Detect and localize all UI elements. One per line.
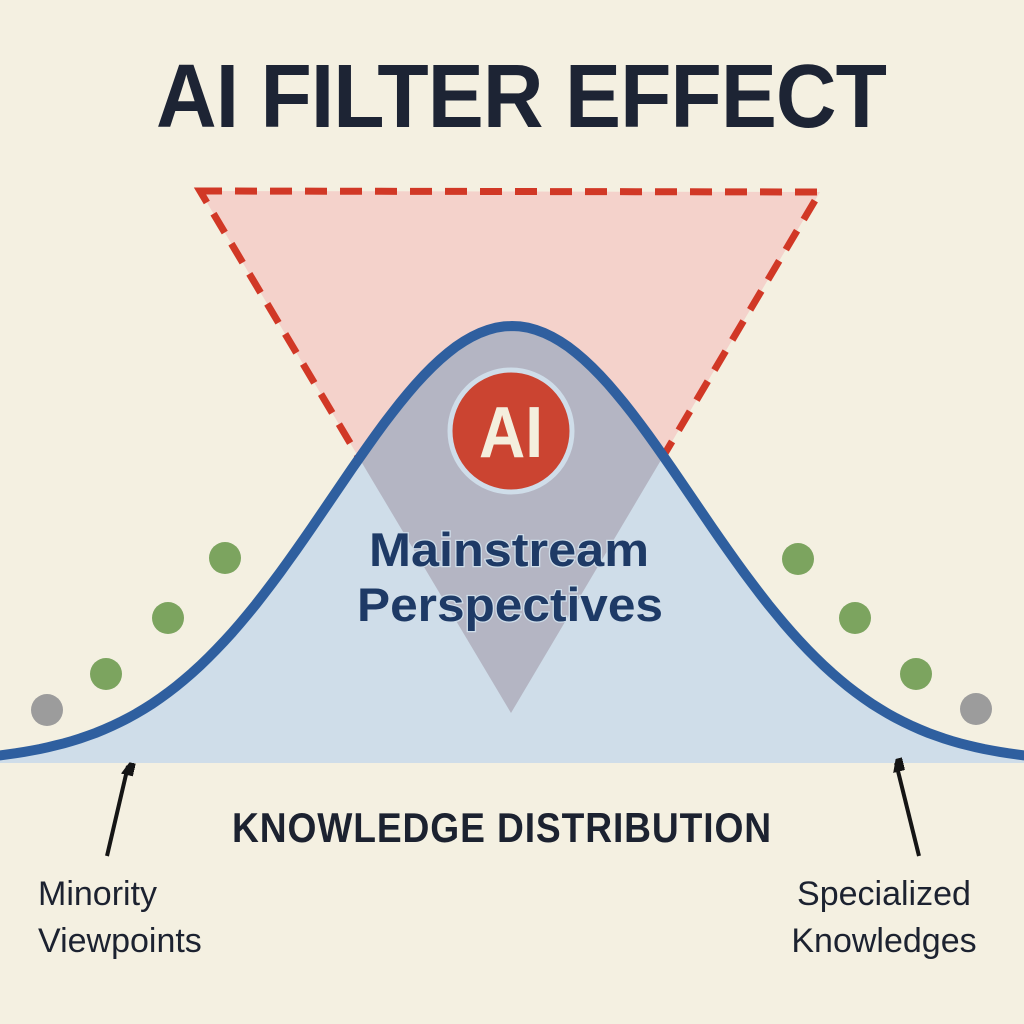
green-dot xyxy=(782,543,814,575)
green-dot xyxy=(209,542,241,574)
ai-badge-label: AI xyxy=(479,393,543,473)
specialized-label-line1: Specialized xyxy=(797,875,971,913)
specialized-arrow xyxy=(896,763,921,857)
specialized-label-line2: Knowledges xyxy=(791,922,976,960)
minority-label-line1: Minority xyxy=(38,875,157,913)
green-dot xyxy=(90,658,122,690)
green-dot xyxy=(839,602,871,634)
mainstream-label-line1: Mainstream xyxy=(369,523,649,576)
knowledge-distribution-curve xyxy=(0,320,1024,761)
gray-dot xyxy=(960,693,992,725)
minority-arrow xyxy=(105,766,128,857)
ai-badge-circle xyxy=(447,367,575,495)
green-dot xyxy=(900,658,932,690)
minority-label-line2: Viewpoints xyxy=(38,922,202,960)
green-dot xyxy=(152,602,184,634)
page-title: AI FILTER EFFECT xyxy=(156,47,887,147)
axis-label: KNOWLEDGE DISTRIBUTION xyxy=(232,804,772,851)
gray-dot xyxy=(31,694,63,726)
mainstream-label-line2: Perspectives xyxy=(357,578,663,631)
